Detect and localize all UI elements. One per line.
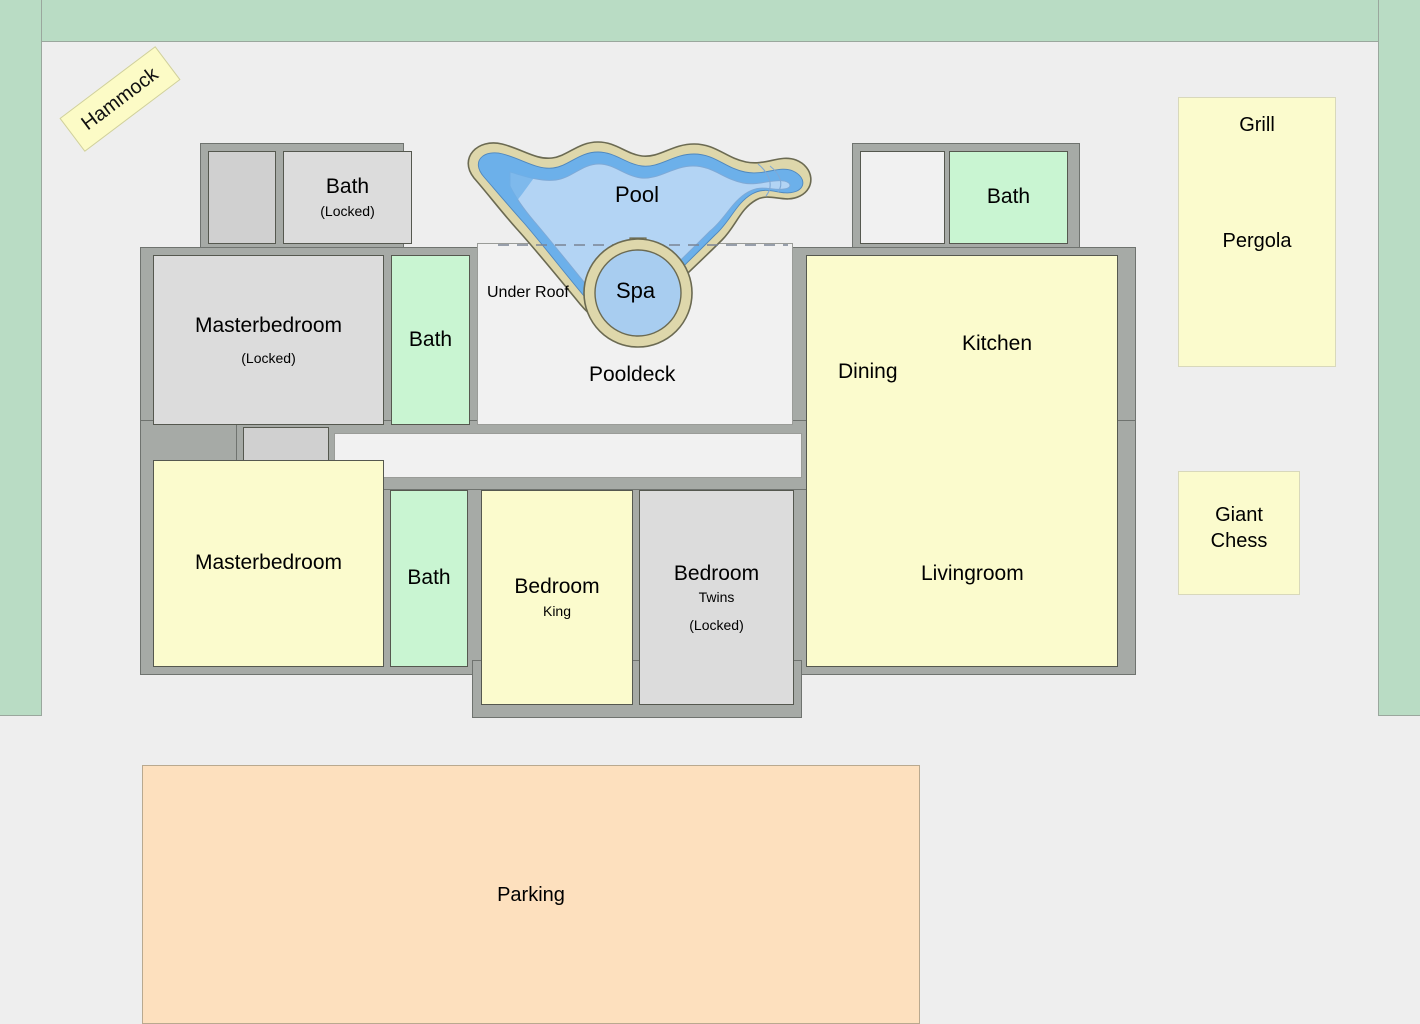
lawn-band-left — [0, 0, 42, 716]
room-bath-north-mid[interactable]: Bath — [391, 255, 470, 425]
pool-graphic — [467, 141, 812, 348]
room-bath-south[interactable]: Bath — [390, 490, 468, 667]
dining-label: Dining — [838, 360, 898, 383]
room-masterbedroom-north-name: Masterbedroom — [194, 313, 343, 337]
room-masterbedroom-south-name: Masterbedroom — [194, 551, 343, 575]
kitchen-label: Kitchen — [962, 332, 1033, 355]
giant-chess-pad[interactable]: Giant Chess — [1178, 471, 1300, 595]
room-bedroom-twins-name: Bedroom — [673, 561, 760, 585]
room-bedroom-king[interactable]: Bedroom King — [481, 490, 633, 705]
room-masterbedroom-north-locked: (Locked) — [241, 349, 296, 366]
room-masterbedroom-north[interactable]: Masterbedroom (Locked) — [153, 255, 384, 425]
pool-label: Pool — [615, 182, 660, 207]
room-bedroom-king-name: Bedroom — [514, 575, 600, 599]
room-bedroom-twins[interactable]: Bedroom Twins (Locked) — [639, 490, 794, 705]
room-bath-north-name: Bath — [325, 175, 370, 199]
livingroom-label: Livingroom — [921, 562, 1024, 585]
room-kitchen-dining-living[interactable] — [806, 255, 1118, 667]
giant-chess-label-line1: Giant — [1215, 504, 1263, 526]
lawn-band-right — [1378, 0, 1420, 716]
pergola-label: Pergola — [1222, 230, 1292, 252]
spa-label: Spa — [616, 278, 656, 303]
parking-label: Parking — [497, 884, 565, 906]
giant-chess-label-line2: Chess — [1210, 530, 1268, 552]
lawn-band-top — [0, 0, 1420, 42]
grill-label: Grill — [1239, 114, 1275, 136]
under-roof-label: Under Roof — [487, 284, 569, 301]
room-bath-north-locked: (Locked) — [320, 203, 375, 220]
parking-area[interactable]: Parking — [142, 765, 920, 1024]
room-bath-north-mid-name: Bath — [408, 327, 453, 351]
pergola-pad[interactable]: Grill Pergola — [1178, 97, 1336, 367]
pooldeck-label: Pooldeck — [589, 363, 676, 386]
room-bath-northeast[interactable]: Bath — [949, 151, 1068, 244]
room-hallway[interactable] — [334, 433, 802, 478]
room-closet-north[interactable] — [208, 151, 276, 244]
room-bedroom-king-sub: King — [542, 603, 572, 620]
room-bath-south-name: Bath — [407, 566, 451, 590]
room-bath-northeast-name: Bath — [986, 185, 1031, 209]
room-bedroom-twins-locked: (Locked) — [689, 616, 744, 633]
room-utility-northeast[interactable] — [860, 151, 945, 244]
room-bath-north[interactable]: Bath (Locked) — [283, 151, 412, 244]
room-bedroom-twins-sub: Twins — [698, 589, 735, 606]
room-masterbedroom-south[interactable]: Masterbedroom — [153, 460, 384, 667]
